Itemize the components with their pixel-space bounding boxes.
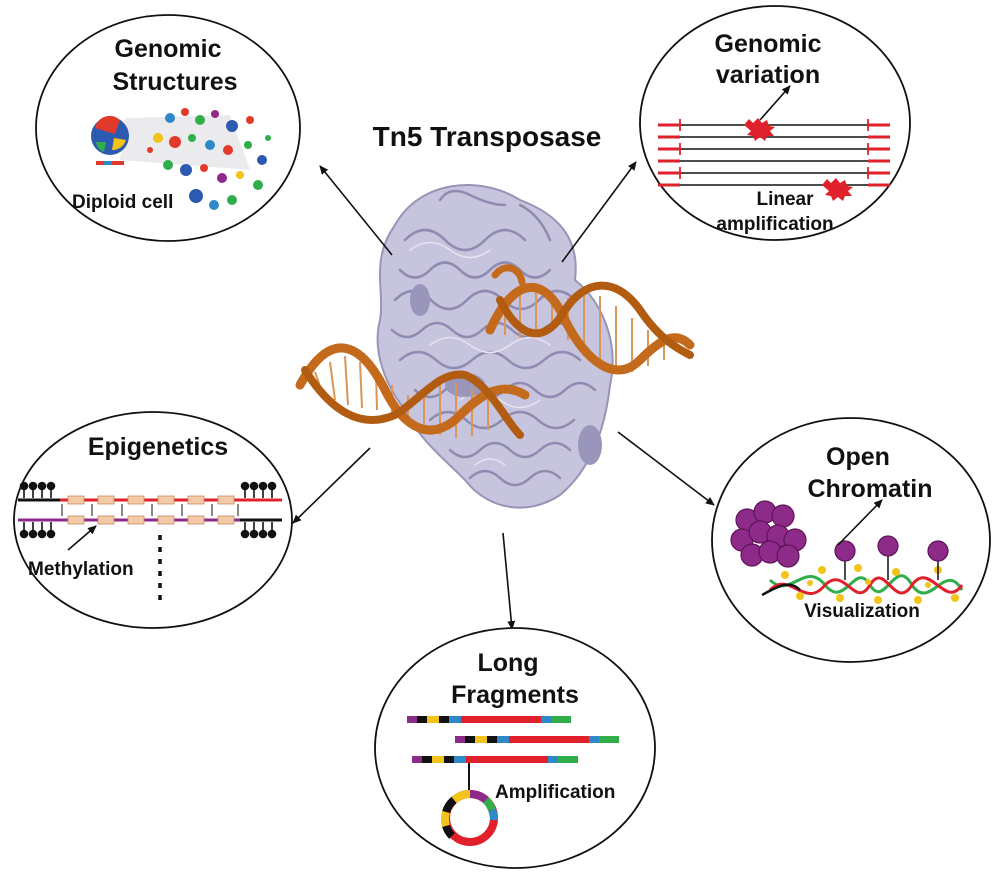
methylation-illustration	[18, 481, 282, 603]
panel-title-line1: Genomic	[715, 30, 822, 58]
dna-helix-left	[295, 343, 530, 439]
arrow-to-genomic-structures	[319, 165, 393, 256]
panel-label: Diploid cell	[72, 192, 173, 213]
fragment-bars	[407, 716, 619, 790]
variant-star	[822, 178, 853, 201]
panel-epigenetics: Epigenetics	[13, 411, 293, 629]
tn5-structure	[295, 184, 695, 509]
panel-title-line2: variation	[716, 61, 820, 89]
circular-amplicon	[440, 789, 498, 846]
panel-open-chromatin: Open Chromatin	[711, 417, 991, 663]
panel-title-line2: Chromatin	[808, 475, 933, 503]
panel-title-line1: Long	[477, 649, 538, 677]
arrow-to-open-chromatin	[617, 431, 715, 506]
arrow-to-genomic-variation	[561, 161, 637, 263]
panel-title-line1: Open	[826, 443, 890, 471]
variant-star	[744, 118, 775, 141]
panel-title-line2: Structures	[112, 68, 237, 96]
arrow-to-epigenetics	[292, 447, 371, 524]
linear-amplification-lines	[658, 85, 890, 201]
panel-title: Epigenetics	[88, 433, 228, 461]
panel-title-line1: Genomic	[115, 35, 222, 63]
panel-label-line2: amplification	[716, 214, 833, 235]
panel-long-fragments: Long Fragments	[374, 627, 656, 869]
panel-genomic-variation: Genomic variation	[639, 5, 911, 241]
panel-label: Visualization	[804, 601, 920, 622]
diploid-cell-illustration	[91, 108, 271, 210]
panel-genomic-structures: Genomic Structures	[35, 14, 301, 242]
panel-label: Amplification	[495, 782, 615, 803]
dna-helix-right	[485, 264, 695, 375]
panel-label-line1: Linear	[756, 189, 814, 210]
panel-label: Methylation	[28, 559, 134, 580]
chromatin-illustration	[730, 499, 964, 604]
diagram-title: Tn5 Transposase	[373, 121, 602, 152]
arrows	[292, 161, 715, 630]
arrow-to-long-fragments	[502, 532, 516, 630]
panel-title-line2: Fragments	[451, 681, 579, 709]
